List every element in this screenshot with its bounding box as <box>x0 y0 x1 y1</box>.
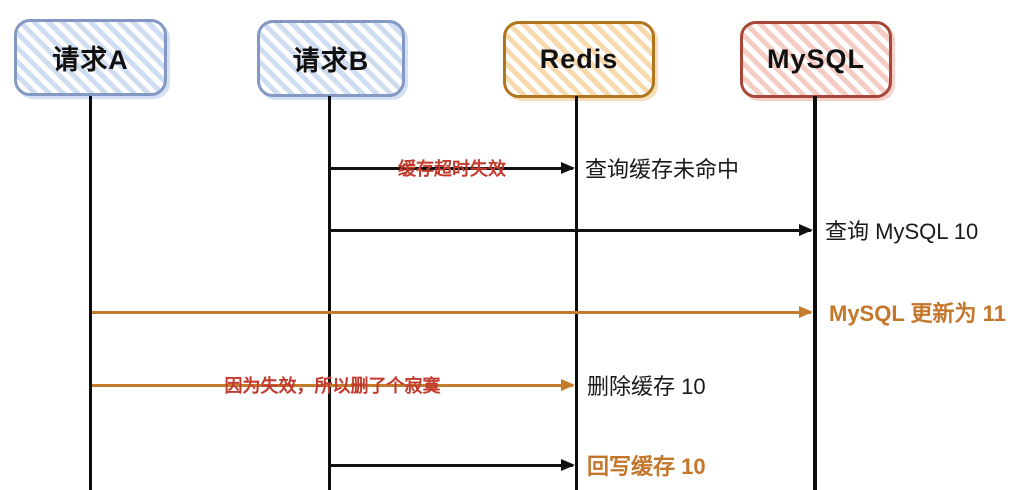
lifeline-request-a <box>89 96 92 490</box>
arrowhead-icon <box>561 379 575 392</box>
message-arrow-1 <box>331 162 575 175</box>
arrowhead-icon <box>561 162 575 175</box>
actor-redis-label: Redis <box>539 44 619 74</box>
message-2-result: 查询 MySQL 10 <box>825 219 979 244</box>
actor-mysql-label: MySQL <box>766 44 865 74</box>
message-1-result: 查询缓存未命中 <box>585 157 740 182</box>
message-1-label: 缓存超时失效 <box>398 159 506 179</box>
message-arrow-2 <box>331 224 813 237</box>
arrowhead-icon <box>561 459 575 472</box>
message-4-result: 删除缓存 10 <box>587 374 706 399</box>
message-5-result: 回写缓存 10 <box>587 454 706 479</box>
message-arrow-4 <box>92 379 575 392</box>
actor-mysql: MySQL <box>740 21 892 98</box>
message-arrow-5 <box>331 459 575 472</box>
lifeline-redis <box>575 96 578 490</box>
actor-request-b: 请求B <box>257 20 405 97</box>
arrowhead-icon <box>799 224 813 237</box>
actor-redis: Redis <box>503 21 655 98</box>
lifeline-request-b <box>328 96 331 490</box>
message-3-result: MySQL 更新为 11 <box>829 301 1006 326</box>
actor-request-a: 请求A <box>14 19 167 96</box>
arrowhead-icon <box>799 306 813 319</box>
message-arrow-3 <box>92 306 813 319</box>
actor-request-a-label: 请求A <box>52 45 129 75</box>
message-4-label: 因为失效，所以删了个寂寞 <box>224 376 441 396</box>
lifeline-mysql <box>813 96 817 490</box>
actor-request-b-label: 请求B <box>292 46 370 76</box>
